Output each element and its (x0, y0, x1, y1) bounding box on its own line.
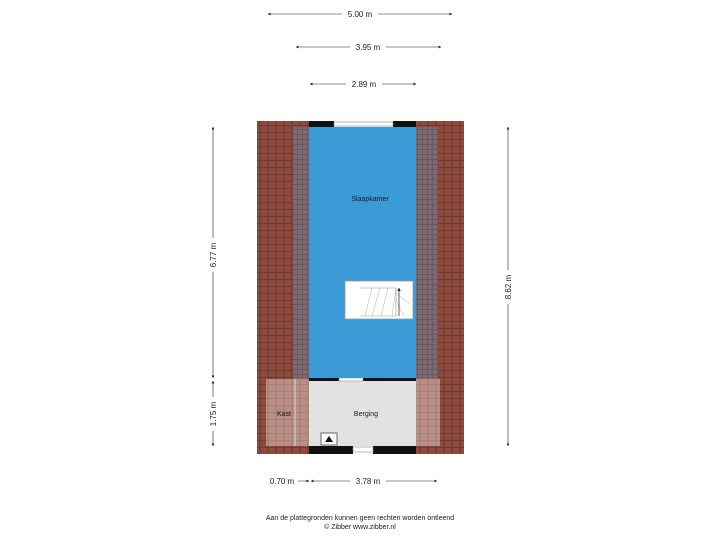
bedroom-area (309, 127, 416, 379)
flue-icon (320, 432, 338, 446)
wall-middle-right (363, 378, 416, 381)
roof-left-inner (293, 127, 309, 379)
wall-top-left (309, 121, 334, 127)
room-label-bedroom: Slaapkamer (351, 196, 389, 203)
dim-width-mid: 3.95 m (356, 43, 381, 52)
closet-right-strip (416, 379, 440, 446)
door-middle (338, 377, 364, 382)
dim-bottom-left: 0.70 m (270, 477, 295, 486)
dim-width-inner: 2.89 m (352, 80, 377, 89)
room-label-closet: Kast (277, 411, 291, 418)
window-bottom (352, 446, 374, 453)
dim-height-lower: 1.75 m (209, 401, 218, 426)
dim-bottom-right: 3.78 m (356, 477, 381, 486)
dim-height-total: 8.62 m (504, 274, 513, 299)
footer-copyright: © Zibber www.zibber.nl (324, 524, 396, 531)
wall-bottom-right (373, 446, 416, 454)
footer-disclaimer: Aan de plattegronden kunnen geen rechten… (265, 515, 455, 522)
wall-middle-left (309, 378, 339, 381)
dim-height-upper: 6.77 m (209, 242, 218, 267)
staircase (344, 280, 414, 320)
closet-area (266, 379, 309, 446)
wall-top-right (393, 121, 416, 127)
roof-right-inner (416, 127, 438, 379)
window-top (333, 121, 394, 127)
room-label-storage: Berging (354, 411, 378, 418)
dim-width-total: 5.00 m (348, 10, 373, 19)
wall-bottom-left (309, 446, 353, 454)
